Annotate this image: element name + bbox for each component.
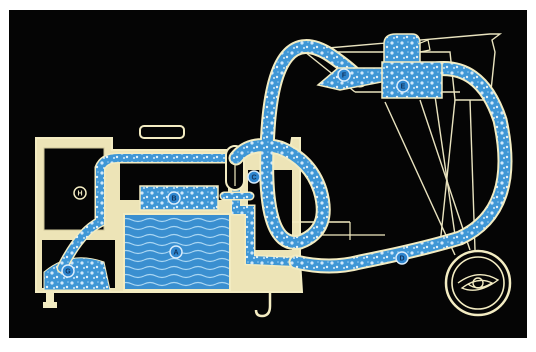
- label-c: C: [247, 170, 261, 184]
- hook-icon: [254, 292, 272, 318]
- label-a: A: [169, 245, 183, 259]
- label-d: D: [395, 251, 409, 265]
- main-hose: [288, 61, 513, 274]
- label-e: E: [396, 79, 410, 93]
- spray-nozzle-icon: [316, 33, 443, 99]
- svg-text:B: B: [171, 196, 176, 203]
- svg-text:E: E: [401, 84, 406, 91]
- label-g: G: [61, 264, 75, 278]
- svg-text:D: D: [399, 256, 404, 263]
- drain-fitting: [43, 292, 57, 308]
- label-h: H: [73, 186, 87, 200]
- svg-text:C: C: [251, 175, 256, 182]
- pulley-icon: [444, 249, 512, 317]
- internal-piping: [56, 152, 302, 274]
- gun-hose: [228, 39, 368, 250]
- svg-text:G: G: [65, 269, 71, 276]
- svg-text:H: H: [77, 191, 82, 198]
- label-b: B: [167, 191, 181, 205]
- svg-text:A: A: [173, 250, 178, 257]
- label-f: F: [337, 68, 351, 82]
- svg-text:F: F: [342, 73, 347, 80]
